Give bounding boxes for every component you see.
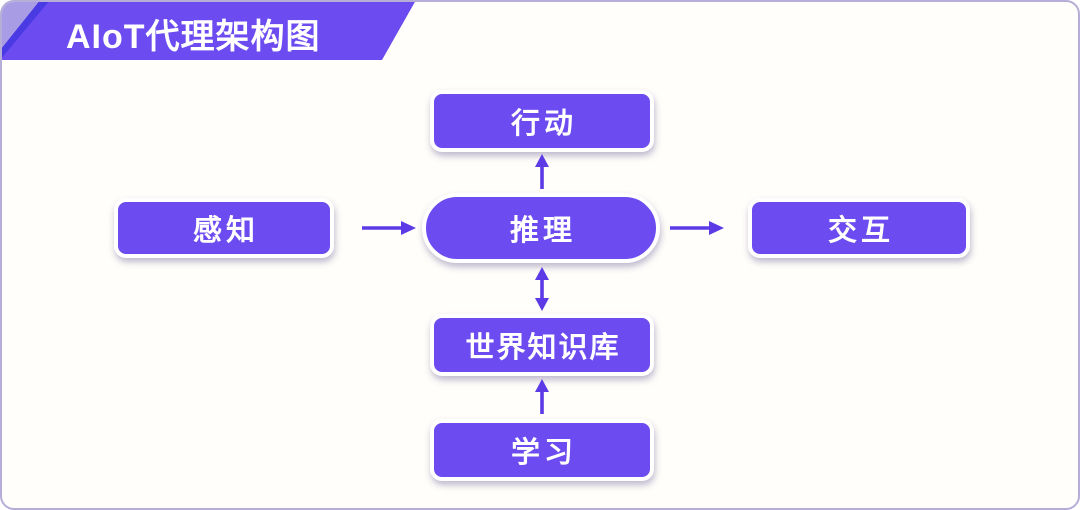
node-perception-label: 感知 [192,215,259,247]
node-learning-label: 学习 [510,437,577,469]
node-interaction: 交互 [748,198,970,258]
up-arrow-icon [532,153,552,191]
node-interaction-label: 交互 [827,215,894,247]
node-reasoning: 推理 [422,193,660,263]
node-knowledge-label: 世界知识库 [465,332,621,364]
right-arrow-icon [360,219,418,237]
header-ribbon: AIoT代理架构图 [2,2,416,60]
node-perception: 感知 [114,198,334,258]
node-learning: 学习 [430,419,654,481]
double-arrow-icon [532,266,552,312]
ribbon-shape [2,2,416,60]
node-knowledge: 世界知识库 [430,314,654,376]
node-reasoning-label: 推理 [509,215,576,247]
node-action-label: 行动 [510,108,577,140]
right-arrow-icon [668,219,726,237]
diagram-title: AIoT代理架构图 [66,18,321,56]
node-action: 行动 [430,90,654,152]
up-arrow-icon [532,378,552,416]
